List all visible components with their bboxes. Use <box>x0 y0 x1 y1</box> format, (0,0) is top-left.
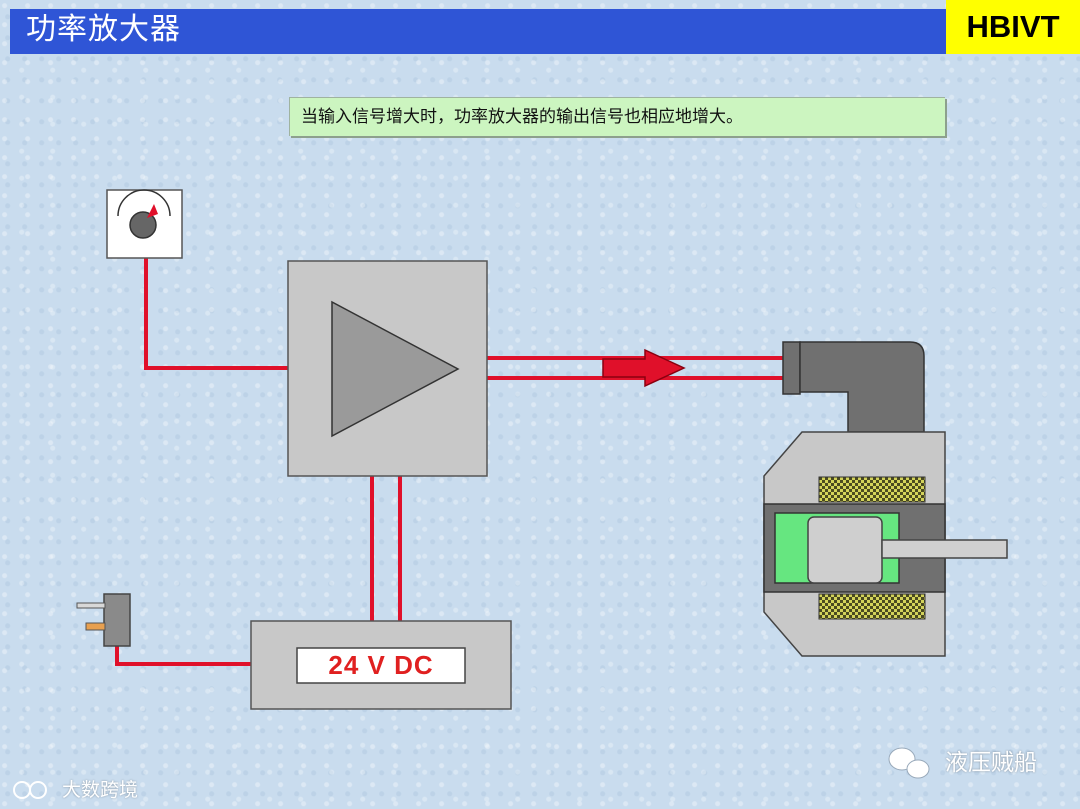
watermark-right: 液压贼船 <box>945 750 1037 776</box>
right-arrow-icon <box>602 348 686 388</box>
wechat-icon <box>888 747 930 779</box>
wires <box>115 258 783 666</box>
amplifier-box <box>287 260 488 477</box>
brand-logo-icon <box>13 781 47 799</box>
mains-plug-icon <box>76 593 131 647</box>
power-supply-label: 24 V DC <box>328 650 434 680</box>
input-wire <box>144 258 288 370</box>
caption-text: 当输入信号增大时，功率放大器的输出信号也相应地增大。 <box>301 107 743 127</box>
watermark-left: 大数跨境 <box>62 779 139 801</box>
power-supply-box <box>250 620 512 710</box>
plug-wire <box>115 646 251 666</box>
title-bar <box>10 9 946 54</box>
logo-badge: HBIVT <box>946 0 1080 54</box>
potentiometer-icon[interactable] <box>106 189 183 259</box>
logo-text: HBIVT <box>966 9 1060 44</box>
page-title: 功率放大器 <box>26 12 181 47</box>
caption-box: 当输入信号增大时，功率放大器的输出信号也相应地增大。 <box>289 97 945 136</box>
proportional-solenoid-icon <box>763 341 1008 657</box>
triangle-amplifier-icon <box>331 300 460 438</box>
